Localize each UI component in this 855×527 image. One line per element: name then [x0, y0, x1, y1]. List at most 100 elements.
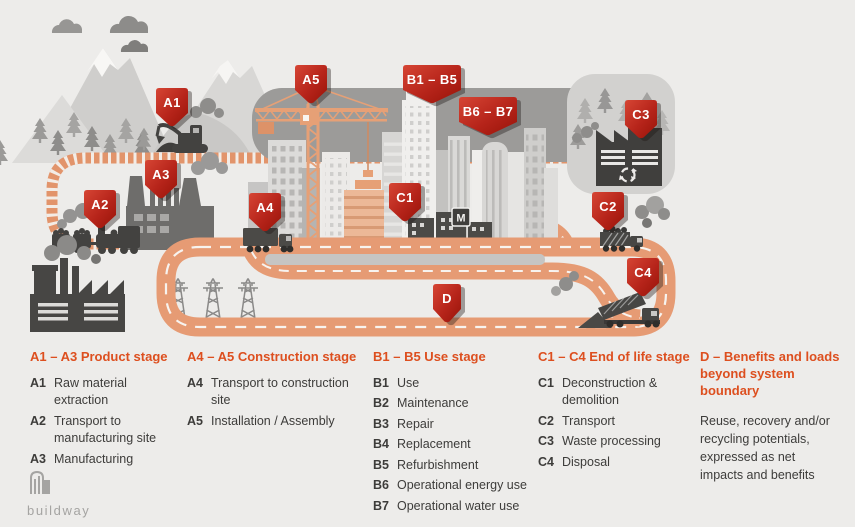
legend-item: B1 Use: [373, 375, 541, 393]
metro-sign: M: [451, 207, 471, 227]
legend-item: B6 Operational energy use: [373, 477, 541, 495]
recycle-icon: [619, 167, 637, 183]
brand: buildway: [27, 470, 147, 518]
legend-item: B2 Maintenance: [373, 395, 541, 413]
legend-item-text: Repair: [397, 416, 434, 431]
legend-heading: D – Benefits and loads beyond system bou…: [700, 349, 840, 398]
legend-item-code: A5: [187, 413, 203, 428]
legend-item: A1 Raw material extraction: [30, 375, 180, 410]
legend-item-text: Operational water use: [397, 498, 520, 513]
legend-item-code: B3: [373, 416, 389, 431]
legend-item-code: C3: [538, 434, 554, 449]
scene-illustration: M: [0, 15, 676, 337]
legend-item-text: Transport to manufacturing site: [54, 413, 157, 446]
legend-item-code: C1: [538, 375, 554, 390]
marker-label: A5: [302, 72, 319, 87]
marker-a2: A2: [84, 190, 120, 232]
marker-label: A3: [152, 167, 169, 182]
legend-item-code: A2: [30, 413, 46, 428]
legend-item-text: Transport: [562, 413, 616, 428]
recycling-factory-icon: [572, 122, 662, 186]
legend-item-code: B5: [373, 457, 389, 472]
legend-item-code: B2: [373, 396, 389, 411]
marker-c4: C4: [627, 258, 663, 300]
legend-column-5: D – Benefits and loads beyond system bou…: [700, 349, 840, 484]
road-loop: [156, 237, 676, 337]
marker-label: D: [442, 291, 452, 306]
legend-item-code: B6: [373, 478, 389, 493]
flatbed-truck-icon: [243, 228, 294, 253]
legend-item-text: Disposal: [562, 454, 610, 469]
legend-item: B7 Operational water use: [373, 498, 541, 516]
dirt-pile: [578, 312, 612, 328]
legend-item-text: Maintenance: [397, 396, 469, 411]
legend-item-code: B4: [373, 437, 389, 452]
legend-item-text: Replacement: [397, 437, 471, 452]
marker-b6-b7: B6 – B7: [459, 97, 521, 139]
legend-item-text: Waste processing: [562, 434, 661, 449]
brand-logo-text: buildway: [27, 503, 91, 518]
marker-a3: A3: [145, 160, 181, 202]
legend-item: A5 Installation / Assembly: [187, 413, 359, 431]
smoke-puffs: [57, 98, 228, 229]
clouds: [51, 15, 148, 52]
marker-label: A1: [163, 95, 180, 110]
legend-item-text: Use: [397, 375, 420, 390]
legend-item-text: Deconstruction & demolition: [562, 375, 658, 408]
marker-label: B1 – B5: [407, 72, 458, 87]
legend-item: B4 Replacement: [373, 436, 541, 454]
marker-d: D: [433, 284, 465, 326]
marker-a5: A5: [295, 65, 331, 107]
legend-item: B5 Refurbishment: [373, 457, 541, 475]
marker-label: C2: [599, 199, 616, 214]
legend-item-text: Refurbishment: [397, 457, 479, 472]
legend-item-text: Manufacturing: [54, 451, 134, 466]
legend-item-code: B7: [373, 498, 389, 513]
legend-item: B3 Repair: [373, 416, 541, 434]
legend-heading: A4 – A5 Construction stage: [187, 349, 357, 364]
factory-a3-icon: [126, 176, 214, 250]
legend-item: C1 Deconstruction & demolition: [538, 375, 696, 410]
legend-heading: B1 – B5 Use stage: [373, 349, 486, 364]
marker-b1-b5: B1 – B5: [403, 65, 465, 107]
legend-item-code: C2: [538, 413, 554, 428]
legend-item-code: B1: [373, 375, 389, 390]
marker-label: A2: [91, 197, 108, 212]
legend-item-code: A3: [30, 451, 46, 466]
legend-item: C3 Waste processing: [538, 433, 696, 451]
marker-c1: C1: [389, 183, 425, 225]
dump-truck-icon: [600, 196, 670, 252]
legend-item-code: C4: [538, 454, 554, 469]
legend-item: C4 Disposal: [538, 454, 696, 472]
legend-item: C2 Transport: [538, 413, 696, 431]
road-median: [265, 254, 545, 265]
marker-c2: C2: [592, 192, 628, 234]
legend-item-text: Operational energy use: [397, 478, 527, 493]
marker-a4: A4: [249, 193, 285, 235]
legend-paragraph: Reuse, recovery and/or recycling potenti…: [700, 413, 830, 483]
legend-item-text: Raw material extraction: [54, 375, 127, 408]
marker-label: B6 – B7: [463, 104, 514, 119]
legend-item-text: Installation / Assembly: [211, 413, 335, 428]
marker-label: C1: [396, 190, 413, 205]
dark-factory-icon: [30, 235, 125, 332]
legend-heading: C1 – C4 End of life stage: [538, 349, 690, 364]
legend-item-text: Transport to construction site: [211, 375, 349, 408]
buildway-logo-icon: [30, 470, 50, 494]
legend-item-code: A1: [30, 375, 46, 390]
legend-item: A2 Transport to manufacturing site: [30, 413, 180, 448]
excavator-icon: [155, 123, 208, 153]
legend-heading: A1 – A3 Product stage: [30, 349, 168, 364]
legend-item: A3 Manufacturing: [30, 451, 180, 469]
svg-text:M: M: [456, 213, 465, 225]
tipping-truck-icon: [551, 271, 660, 328]
marker-label: C4: [634, 265, 652, 280]
